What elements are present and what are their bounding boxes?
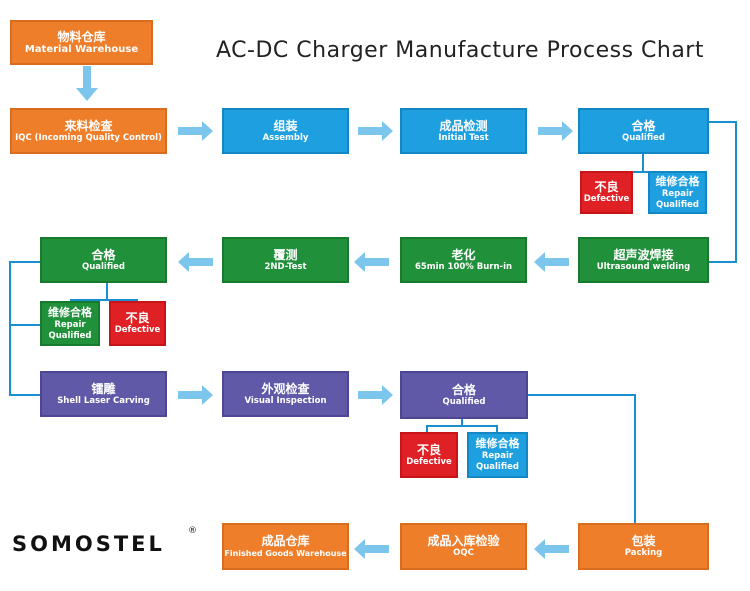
ultrasound-box: 超声波焊接 Ultrasound welding xyxy=(578,237,709,283)
defective-3-box: 不良 Defective xyxy=(400,432,458,478)
assembly-zh: 组装 xyxy=(273,118,298,133)
arrow-left-4 xyxy=(534,539,569,559)
loop-line-2 xyxy=(9,261,40,396)
initial-test-box: 成品检测 Initial Test xyxy=(400,108,527,154)
defective-2-zh: 不良 xyxy=(125,311,150,325)
registered-mark: ® xyxy=(188,526,197,536)
laser-box: 镭雕 Shell Laser Carving xyxy=(40,371,167,417)
repair-1-en1: Repair xyxy=(661,188,694,199)
finished-box: 成品仓库 Finished Goods Warehouse xyxy=(222,523,349,570)
nd-test-en: 2ND-Test xyxy=(264,261,307,272)
qualified-3-en: Qualified xyxy=(442,396,486,407)
loop-line-3 xyxy=(528,394,636,523)
defective-2-en: Defective xyxy=(114,325,161,335)
burn-in-en: 65min 100% Burn-in xyxy=(414,261,513,272)
arrow-right-4 xyxy=(178,385,213,405)
arrow-down-1 xyxy=(76,66,98,101)
qualified-2-en: Qualified xyxy=(82,261,125,272)
repair-3-en2: Qualified xyxy=(476,462,519,472)
laser-zh: 镭雕 xyxy=(91,381,116,396)
finished-zh: 成品仓库 xyxy=(261,534,310,548)
arrow-left-2 xyxy=(354,252,389,272)
repair-3-box: 维修合格 Repair Qualified xyxy=(467,432,528,478)
packing-zh: 包装 xyxy=(631,534,656,548)
oqc-en: OQC xyxy=(453,548,474,558)
initial-test-zh: 成品检测 xyxy=(439,118,488,133)
qualified-1-zh: 合格 xyxy=(631,118,656,133)
iqc-en: IQC (Incoming Quality Control) xyxy=(15,132,162,143)
laser-en: Shell Laser Carving xyxy=(57,395,150,406)
assembly-en: Assembly xyxy=(262,132,309,143)
branch-line-2b xyxy=(107,299,138,301)
defective-1-box: 不良 Defective xyxy=(580,171,633,214)
qualified-1-en: Qualified xyxy=(622,132,665,143)
qualified-2-zh: 合格 xyxy=(91,247,116,262)
nd-test-zh: 覆测 xyxy=(273,247,298,262)
branch-line-2 xyxy=(70,283,108,301)
visual-zh: 外观检查 xyxy=(261,381,310,396)
burn-in-box: 老化 65min 100% Burn-in xyxy=(400,237,527,283)
arrow-right-3 xyxy=(538,121,573,141)
oqc-zh: 成品入库检验 xyxy=(427,534,500,548)
arrow-right-5 xyxy=(358,385,393,405)
repair-3-zh: 维修合格 xyxy=(475,437,520,450)
qualified-1-box: 合格 Qualified xyxy=(578,108,709,154)
iqc-box: 来料检查 IQC (Incoming Quality Control) xyxy=(10,108,167,154)
arrow-left-5 xyxy=(354,539,389,559)
repair-2-zh: 维修合格 xyxy=(48,305,92,319)
finished-en: Finished Goods Warehouse xyxy=(224,549,347,558)
loop-line-1 xyxy=(709,121,737,263)
repair-2-en1: Repair xyxy=(54,319,86,330)
chart-title: AC-DC Charger Manufacture Process Chart xyxy=(216,38,704,63)
assembly-box: 组装 Assembly xyxy=(222,108,349,154)
visual-en: Visual Inspection xyxy=(244,395,327,406)
defective-2-box: 不良 Defective xyxy=(109,301,166,346)
qualified-2-box: 合格 Qualified xyxy=(40,237,167,283)
material-warehouse-zh: 物料仓库 xyxy=(57,30,106,44)
qualified-3-zh: 合格 xyxy=(451,382,476,397)
branch-line-3 xyxy=(426,419,463,432)
nd-test-box: 覆测 2ND-Test xyxy=(222,237,349,283)
repair-2-en2: Qualified xyxy=(48,330,92,341)
arrow-right-1 xyxy=(178,121,213,141)
iqc-zh: 来料检查 xyxy=(64,118,113,133)
packing-box: 包装 Packing xyxy=(578,523,709,570)
repair-1-box: 维修合格 Repair Qualified xyxy=(648,171,707,214)
qualified-3-box: 合格 Qualified xyxy=(400,371,528,419)
ultrasound-en: Ultrasound welding xyxy=(596,261,691,272)
defective-3-en: Defective xyxy=(406,456,452,467)
burn-in-zh: 老化 xyxy=(451,247,476,262)
arrow-left-1 xyxy=(534,252,569,272)
repair-2-box: 维修合格 Repair Qualified xyxy=(40,301,100,346)
repair-3-en1: Repair xyxy=(481,451,514,461)
arrow-right-2 xyxy=(358,121,393,141)
defective-1-zh: 不良 xyxy=(594,180,619,194)
branch-line-3b xyxy=(462,425,498,432)
repair-1-zh: 维修合格 xyxy=(655,174,700,188)
somostel-logo: SOMOSTEL xyxy=(12,532,165,556)
repair-1-en2: Qualified xyxy=(656,199,699,210)
initial-test-en: Initial Test xyxy=(438,132,489,143)
defective-1-en: Defective xyxy=(583,194,630,204)
ultrasound-zh: 超声波焊接 xyxy=(613,247,674,262)
oqc-box: 成品入库检验 OQC xyxy=(400,523,527,570)
material-warehouse-box: 物料仓库 Material Warehouse xyxy=(10,20,153,65)
arrow-left-3 xyxy=(178,252,213,272)
defective-3-zh: 不良 xyxy=(416,442,441,457)
visual-box: 外观检查 Visual Inspection xyxy=(222,371,349,417)
packing-en: Packing xyxy=(624,548,663,558)
material-warehouse-en: Material Warehouse xyxy=(24,44,139,55)
